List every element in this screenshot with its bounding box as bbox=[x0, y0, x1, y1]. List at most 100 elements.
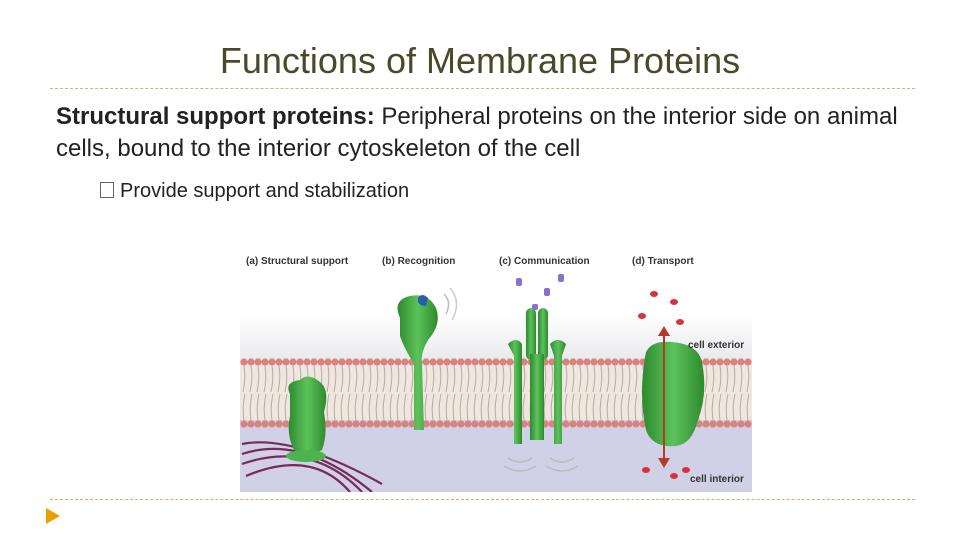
lipid-tail bbox=[277, 365, 281, 421]
lipid-head bbox=[331, 358, 339, 366]
lipid-head bbox=[611, 358, 619, 366]
panel-d-label: (d) Transport bbox=[632, 256, 694, 267]
lipid-head bbox=[618, 420, 626, 428]
lipid-tail bbox=[578, 365, 582, 421]
lipid-tail bbox=[256, 365, 260, 421]
lipid-head bbox=[282, 420, 290, 428]
lipid-head bbox=[366, 358, 374, 366]
lipid-head bbox=[359, 420, 367, 428]
lipid-head bbox=[485, 420, 493, 428]
lipid-head bbox=[394, 358, 402, 366]
lipid-tail bbox=[718, 365, 722, 421]
lipid-head bbox=[401, 420, 409, 428]
lipid-head bbox=[261, 358, 269, 366]
lipid-tail bbox=[732, 365, 736, 421]
lipid-head bbox=[261, 420, 269, 428]
lipid-head bbox=[562, 420, 570, 428]
lipid-head bbox=[450, 420, 458, 428]
lipid-head bbox=[632, 420, 640, 428]
lipid-head bbox=[569, 420, 577, 428]
lipid-head bbox=[716, 420, 724, 428]
bullet-item: Provide support and stabilization bbox=[100, 180, 409, 203]
lipid-head bbox=[618, 358, 626, 366]
lipid-head bbox=[499, 420, 507, 428]
lipid-head bbox=[478, 420, 486, 428]
lipid-head bbox=[730, 358, 738, 366]
lipid-head bbox=[702, 358, 710, 366]
transported-ions bbox=[638, 291, 690, 479]
lipid-head bbox=[429, 358, 437, 366]
cell-exterior-label: cell exterior bbox=[688, 340, 744, 351]
checkbox-glyph-icon bbox=[100, 182, 114, 198]
lipid-tail bbox=[326, 365, 330, 421]
panel-a-label: (a) Structural support bbox=[246, 256, 349, 267]
signal-waves bbox=[503, 457, 579, 472]
lipid-head bbox=[345, 358, 353, 366]
lipid-tail bbox=[333, 365, 337, 421]
lipid-tail bbox=[711, 365, 715, 421]
lipid-head bbox=[247, 420, 255, 428]
lipid-head bbox=[247, 358, 255, 366]
lipid-tail bbox=[627, 365, 631, 421]
lipid-head bbox=[366, 420, 374, 428]
lipid-tail bbox=[382, 365, 386, 421]
lipid-head bbox=[737, 358, 745, 366]
lipid-head bbox=[338, 420, 346, 428]
lipid-head bbox=[352, 358, 360, 366]
lipid-head bbox=[373, 420, 381, 428]
lipid-head bbox=[324, 420, 332, 428]
membrane-figure: (a) Structural support (b) Recognition (… bbox=[240, 256, 752, 492]
lipid-tail bbox=[487, 365, 491, 421]
lipid-head bbox=[632, 358, 640, 366]
lipid-tail bbox=[410, 365, 414, 421]
lipid-head bbox=[597, 420, 605, 428]
lipid-head bbox=[464, 358, 472, 366]
lipid-head bbox=[716, 358, 724, 366]
lipid-head bbox=[492, 420, 500, 428]
next-slide-triangle-icon[interactable] bbox=[46, 508, 60, 524]
panel-c-label: (c) Communication bbox=[499, 256, 590, 267]
lipid-head bbox=[499, 358, 507, 366]
lipid-head bbox=[408, 420, 416, 428]
lipid-tail bbox=[452, 365, 456, 421]
lipid-head bbox=[709, 420, 717, 428]
lipid-tail bbox=[249, 365, 253, 421]
lipid-head bbox=[443, 358, 451, 366]
lipid-head bbox=[373, 358, 381, 366]
lipid-head bbox=[422, 358, 430, 366]
lipid-tail bbox=[396, 365, 400, 421]
lipid-head bbox=[240, 358, 248, 366]
lipid-head bbox=[457, 420, 465, 428]
lipid-head bbox=[436, 358, 444, 366]
bottom-divider bbox=[50, 499, 915, 500]
bullet-text: Provide support and stabilization bbox=[120, 180, 410, 202]
lipid-head bbox=[268, 420, 276, 428]
lipid-tail bbox=[284, 365, 288, 421]
lipid-head bbox=[590, 420, 598, 428]
body-paragraph: Structural support proteins: Peripheral … bbox=[56, 101, 936, 165]
lipid-head bbox=[289, 358, 297, 366]
lipid-head bbox=[583, 358, 591, 366]
lipid-head bbox=[625, 358, 633, 366]
lipid-head bbox=[478, 358, 486, 366]
lipid-tail bbox=[501, 365, 505, 421]
lipid-head bbox=[282, 358, 290, 366]
lipid-tail bbox=[746, 365, 750, 421]
panel-b-label: (b) Recognition bbox=[382, 256, 455, 267]
lipid-tail bbox=[473, 365, 477, 421]
communication-receptor bbox=[503, 274, 579, 472]
lipid-tail bbox=[634, 365, 638, 421]
lipid-head bbox=[443, 420, 451, 428]
lipid-tail bbox=[494, 365, 498, 421]
lipid-head bbox=[401, 358, 409, 366]
lipid-head bbox=[492, 358, 500, 366]
lipid-tail bbox=[375, 365, 379, 421]
lipid-tail bbox=[263, 365, 267, 421]
recognition-protein bbox=[397, 287, 458, 430]
lipid-head bbox=[520, 420, 528, 428]
lipid-head bbox=[450, 358, 458, 366]
top-divider bbox=[50, 88, 915, 89]
lipid-head bbox=[569, 358, 577, 366]
lipid-head bbox=[506, 358, 514, 366]
lipid-tail bbox=[431, 365, 435, 421]
